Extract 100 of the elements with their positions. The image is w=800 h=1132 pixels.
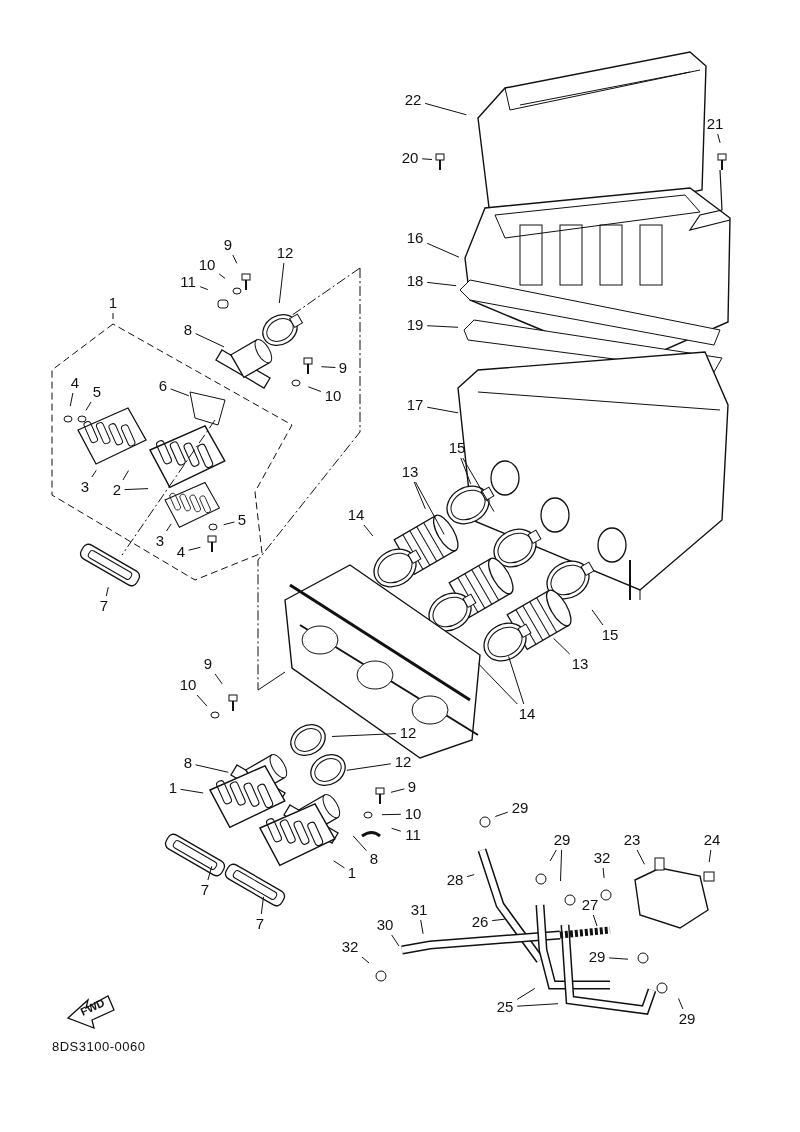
leader-line — [391, 934, 400, 947]
callout-number: 2 — [112, 481, 122, 499]
leader-line — [346, 763, 392, 771]
diagram-code: 8DS3100-0060 — [52, 1039, 146, 1054]
callout-number: 25 — [496, 998, 514, 1016]
leader-line — [508, 655, 525, 705]
callout-number: 9 — [223, 236, 233, 254]
leader-line — [195, 764, 229, 773]
leader-line — [166, 523, 172, 532]
callout-number: 30 — [376, 916, 394, 934]
leader-line — [180, 788, 204, 794]
leader-line — [413, 481, 426, 510]
callout-number: 4 — [70, 374, 80, 392]
callout-number: 4 — [176, 543, 186, 561]
leader-line — [214, 673, 223, 685]
leader-line — [85, 401, 92, 411]
leader-line — [426, 281, 457, 287]
callout-number: 10 — [324, 387, 342, 405]
leader-line — [516, 1003, 559, 1007]
leader-line — [415, 481, 445, 535]
leader-line — [708, 849, 712, 863]
callout-number: 29 — [553, 831, 571, 849]
leader-line — [69, 392, 74, 407]
leader-line — [232, 254, 238, 264]
callout-number: 1 — [108, 294, 118, 312]
callout-number: 7 — [99, 597, 109, 615]
callout-number: 20 — [401, 149, 419, 167]
callout-number: 8 — [183, 754, 193, 772]
callout-number: 23 — [623, 831, 641, 849]
leader-line — [333, 860, 345, 869]
callout-number: 10 — [198, 256, 216, 274]
leader-line — [363, 524, 374, 537]
leader-line — [462, 457, 495, 513]
leader-line — [549, 849, 557, 862]
callout-number: 7 — [255, 915, 265, 933]
callout-number: 18 — [406, 272, 424, 290]
leader-line — [381, 813, 402, 816]
callout-number: 17 — [406, 396, 424, 414]
callout-number: 27 — [581, 896, 599, 914]
leader-line — [112, 312, 114, 320]
callout-number: 3 — [155, 532, 165, 550]
callout-number: 29 — [588, 948, 606, 966]
leader-line — [516, 987, 536, 1000]
callout-number: 19 — [406, 316, 424, 334]
callout-number: 22 — [404, 91, 422, 109]
leader-line — [195, 333, 225, 348]
callout-number: 9 — [203, 655, 213, 673]
callout-number: 10 — [179, 676, 197, 694]
leader-line — [678, 998, 684, 1010]
callout-number: 12 — [399, 724, 417, 742]
leader-line — [260, 896, 264, 915]
callout-number: 28 — [446, 871, 464, 889]
callout-number: 10 — [404, 805, 422, 823]
leader-line — [331, 733, 397, 737]
leader-line — [420, 919, 424, 935]
callout-number: 21 — [706, 115, 724, 133]
leader-line — [91, 469, 97, 478]
callout-number: 11 — [405, 826, 421, 844]
callout-number: 16 — [406, 229, 424, 247]
leader-line — [426, 406, 459, 414]
leader-line — [352, 835, 367, 852]
callout-number: 14 — [347, 506, 365, 524]
callout-number: 5 — [237, 511, 247, 529]
callout-number: 6 — [158, 377, 168, 395]
leader-line — [560, 849, 563, 882]
leader-line — [491, 918, 506, 922]
leader-line — [591, 609, 604, 626]
callout-number: 26 — [471, 913, 489, 931]
leader-line — [608, 957, 629, 960]
callout-number: 9 — [407, 778, 417, 796]
callout-number: 13 — [401, 463, 419, 481]
callout-number: 29 — [511, 799, 529, 817]
callout-number: 5 — [92, 383, 102, 401]
leader-line — [391, 827, 402, 832]
callout-number: 15 — [601, 626, 619, 644]
leader-line — [170, 388, 190, 397]
leader-line — [207, 865, 213, 881]
leader-line — [592, 914, 598, 927]
leader-line — [218, 273, 226, 279]
callout-number: 8 — [183, 321, 193, 339]
direction-label: FWD — [78, 996, 107, 1018]
leader-line — [553, 637, 571, 655]
leader-line — [466, 874, 475, 878]
callout-number: 11 — [180, 273, 196, 291]
leader-line — [105, 586, 109, 597]
callout-number: 32 — [341, 938, 359, 956]
leader-line — [199, 286, 209, 291]
callout-number: 7 — [200, 881, 210, 899]
leader-line — [196, 694, 208, 707]
callout-number: 1 — [168, 779, 178, 797]
callout-number: 14 — [518, 705, 536, 723]
leader-line — [188, 546, 201, 551]
callout-number: 32 — [593, 849, 611, 867]
callout-number: 12 — [394, 753, 412, 771]
leader-line — [426, 242, 460, 258]
leader-line — [426, 325, 459, 328]
leader-line — [122, 470, 129, 481]
callout-number: 29 — [678, 1010, 696, 1028]
leader-line — [717, 133, 721, 144]
leader-line — [124, 488, 149, 491]
